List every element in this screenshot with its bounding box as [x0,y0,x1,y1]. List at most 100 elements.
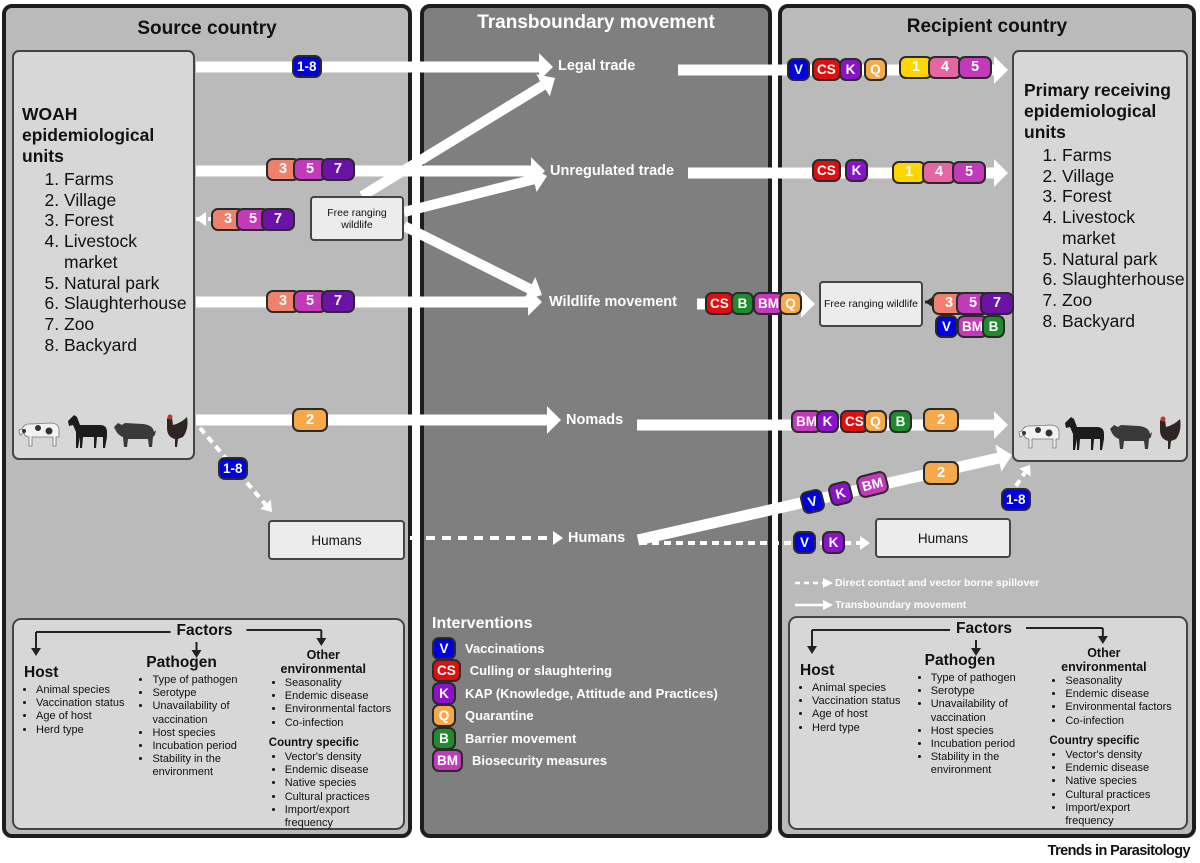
source-unit-item: Natural park [64,273,193,294]
legend-label: Biosecurity measures [472,753,608,769]
factors-box-source: FactorsHostAnimal speciesVaccination sta… [12,618,405,830]
badge-cs: CS [705,292,734,315]
recipient-unit-item: Village [1062,166,1186,187]
source-unit-item: Village [64,190,193,211]
badge-7: 7 [321,290,355,313]
factors-connector-arrows [31,629,327,658]
source-unit-item: Slaughterhouse [64,293,193,314]
badge-4: 4 [922,161,956,184]
legend-label: Vaccinations [465,640,545,656]
badge-k: K [822,531,845,554]
badge-1-8: 1-8 [292,55,322,78]
factor-item: Host species [152,727,262,740]
flow-label-legal-trade: Legal trade [558,58,636,74]
badge-v: V [432,636,456,660]
badge-7: 7 [261,208,295,231]
source-country-title: Source country [137,18,277,39]
factor-item: Cultural practices [1065,789,1175,802]
recipient-unit-item: Forest [1062,186,1186,207]
factor-item: Cultural practices [285,791,395,804]
source-unit-item: Livestock market [64,231,193,272]
key-dashed-label: Direct contact and vector borne spillove… [835,577,1040,589]
legend-item: K KAP (Knowledge, Attitude and Practices) [432,681,718,705]
factor-item: Endemic disease [1065,688,1175,701]
badge-1-8: 1-8 [218,457,248,480]
chicken-icon [161,413,189,454]
recipient-units-title: Primary receiving epidemiological units [1024,80,1171,142]
factor-item: Native species [1065,775,1175,788]
badge-k: K [432,681,456,705]
source-units-list: FarmsVillageForestLivestock marketNatura… [22,169,193,355]
free-ranging-wildlife-recipient-box: Free ranging wildlife [819,281,923,327]
badge-2: 2 [923,408,959,432]
source-unit-item: Forest [64,210,193,231]
factor-item: Type of pathogen [152,674,262,687]
badge-bm: BM [432,749,463,773]
factor-item: Serotype [152,687,262,700]
key-solid-label: Transboundary movement [835,599,967,611]
legend-item: BM Biosecurity measures [432,749,718,773]
source-unit-item: Zoo [64,314,193,335]
badge-v: V [793,531,816,554]
dashed-arrow-icon [795,578,833,588]
cow-icon [1018,417,1062,456]
factor-item: Stability in the environment [152,753,262,779]
factor-item: Vaccination status [812,695,917,708]
pig-icon [113,417,157,454]
factor-item: Endemic disease [285,764,395,777]
source-unit-item: Farms [64,169,193,190]
factors-country-list: Vector's densityEndemic diseaseNative sp… [1051,749,1175,828]
factor-item: Herd type [36,724,141,737]
factor-item: Import/export frequency [285,804,395,830]
badge-k: K [816,410,839,433]
factor-item: Animal species [36,684,141,697]
factors-other-list: SeasonalityEndemic diseaseEnvironmental … [271,677,395,730]
recipient-unit-item: Zoo [1062,290,1186,311]
badge-1-8: 1-8 [1001,488,1031,511]
factor-item: Age of host [36,710,141,723]
badge-q: Q [864,58,887,81]
cow-icon [18,415,62,454]
factor-item: Serotype [931,685,1041,698]
badge-q: Q [432,704,456,728]
badge-bm: BM [753,292,784,315]
badge-k: K [839,58,862,81]
recipient-animals [1018,416,1182,456]
factor-item: Import/export frequency [1065,802,1175,828]
recipient-units-box: Primary receiving epidemiological units … [1012,50,1188,462]
factors-box-recipient: FactorsHostAnimal speciesVaccination sta… [788,616,1188,830]
factors-other-title: Other environmental [1061,646,1147,674]
factor-item: Animal species [812,682,917,695]
legend-label: KAP (Knowledge, Attitude and Practices) [465,685,718,701]
factors-other-list: SeasonalityEndemic diseaseEnvironmental … [1051,675,1175,728]
factor-item: Seasonality [285,677,395,690]
source-unit-item: Backyard [64,335,193,356]
legend-label: Culling or slaughtering [469,663,613,679]
flow-label-humans: Humans [568,530,626,546]
recipient-unit-item: Slaughterhouse [1062,269,1186,290]
factor-item: Host species [931,725,1041,738]
factors-pathogen-list: Type of pathogenSerotypeUnavailability o… [138,674,262,780]
flow-label-nomads: Nomads [566,412,624,428]
legend-item: V Vaccinations [432,636,718,660]
factors-title: Factors [956,620,1012,637]
factors-pathogen-title: Pathogen [146,654,217,671]
factor-item: Co-infection [285,717,395,730]
factor-item: Incubation period [931,738,1041,751]
horse-icon [66,413,110,454]
badge-cs: CS [812,58,841,81]
source-units-box: WOAH epidemiological units FarmsVillageF… [12,50,195,460]
key-dashed: Direct contact and vector borne spillove… [795,577,1039,589]
badge-5: 5 [958,56,992,79]
recipient-unit-item: Livestock market [1062,207,1186,248]
humans-recipient-box: Humans [875,518,1011,558]
badge-7: 7 [980,292,1014,315]
factors-connector-arrows [807,627,1108,656]
factor-item: Endemic disease [1065,762,1175,775]
factor-item: Co-infection [1065,715,1175,728]
solid-arrow-icon [795,600,833,610]
recipient-unit-item: Farms [1062,145,1186,166]
factors-other-title: Other environmental [280,648,366,676]
badge-b: B [432,726,456,750]
